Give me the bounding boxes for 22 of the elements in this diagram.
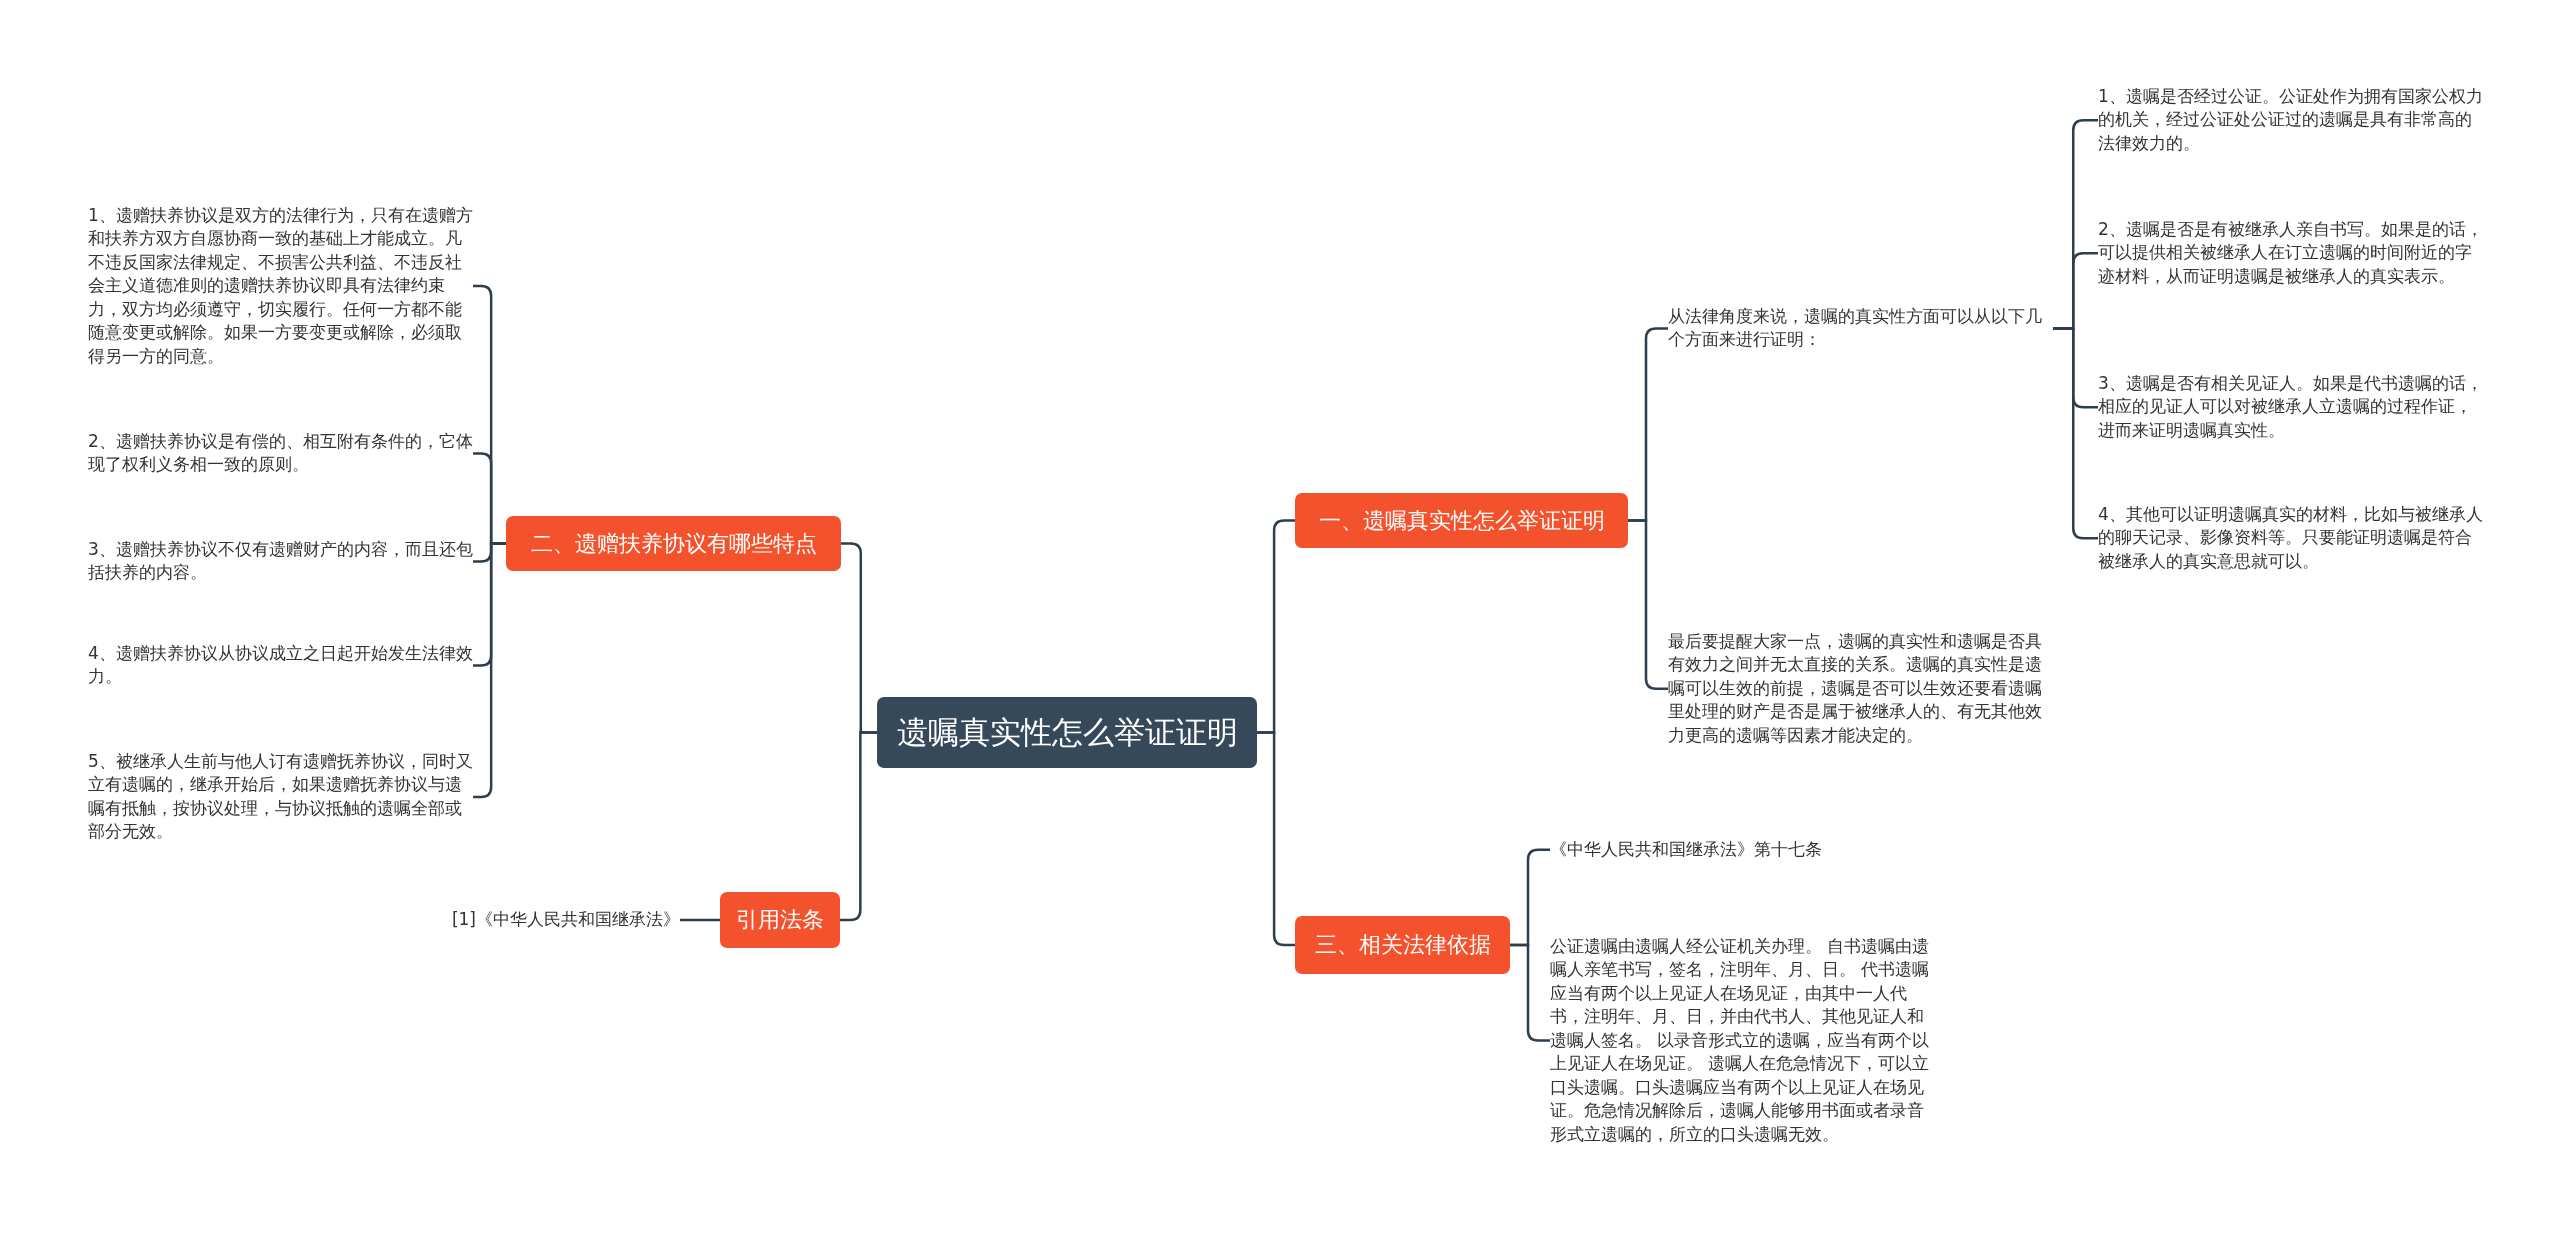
- note-text: 3、遗赠扶养协议不仅有遗赠财产的内容，而且还包括扶养的内容。: [88, 538, 473, 585]
- note-text: 5、被继承人生前与他人订有遗赠抚养协议，同时又立有遗嘱的，继承开始后，如果遗赠抚养协议与遗嘱有抵触，按协议处理，与协议抵触的遗嘱全部或部分无效。: [88, 750, 473, 844]
- topic-box: 引用法条: [720, 892, 840, 948]
- connector-line: [840, 731, 877, 922]
- note-text: 2、遗嘱是否是有被继承人亲自书写。如果是的话，可以提供相关被继承人在订立遗嘱的时间附近的字迹材料，从而证明遗嘱是被继承人的真实表示。: [2098, 218, 2483, 289]
- note-text: [1]《中华人民共和国继承法》: [400, 908, 680, 932]
- connector-line: [1257, 731, 1295, 947]
- note-text: 公证遗嘱由遗嘱人经公证机关办理。 自书遗嘱由遗嘱人亲笔书写，签名，注明年、月、日。 代书遗嘱应当有两个以上见证人在场见证，由其中一人代书，注明年、月、日，并由代书人、其他见证人和遗嘱人签名。 以录音形式立的遗嘱，应当有两个以上见证人在场见证。 遗嘱人在危急情况下，可以立口头遗嘱。口头遗嘱应当有两个以上见证人在场见证。危急情况解除后，遗嘱人能够用书面或者录音形式立遗嘱的，所立的口头遗嘱无效。: [1550, 935, 1935, 1147]
- topic-box: 三、相关法律依据: [1295, 916, 1510, 974]
- note-text: 从法律角度来说，遗嘱的真实性方面可以从以下几个方面来进行证明：: [1668, 305, 2053, 352]
- note-text: 1、遗嘱是否经过公证。公证处作为拥有国家公权力的机关，经过公证处公证过的遗嘱是具有非常高的法律效力的。: [2098, 85, 2483, 156]
- topic-box: 一、遗嘱真实性怎么举证证明: [1295, 493, 1628, 548]
- connector-line: [680, 918, 720, 922]
- note-text: 1、遗赠扶养协议是双方的法律行为，只有在遗赠方和扶养方双方自愿协商一致的基础上才能成立。凡不违反国家法律规定、不损害公共利益、不违反社会主义道德准则的遗赠扶养协议即具有法律约束力，双方均必须遵守，切实履行。任何一方都不能随意变更或解除。如果一方要变更或解除，必须取得另一方的同意。: [88, 204, 473, 369]
- topic-box: 二、遗赠扶养协议有哪些特点: [506, 516, 841, 571]
- note-text: 4、遗赠扶养协议从协议成立之日起开始发生法律效力。: [88, 642, 473, 689]
- note-text: 《中华人民共和国继承法》第十七条: [1550, 838, 1935, 862]
- note-text: 2、遗赠扶养协议是有偿的、相互附有条件的，它体现了权利义务相一致的原则。: [88, 430, 473, 477]
- note-text: 3、遗嘱是否有相关见证人。如果是代书遗嘱的话，相应的见证人可以对被继承人立遗嘱的过程作证，进而来证明遗嘱真实性。: [2098, 372, 2483, 443]
- note-text: 最后要提醒大家一点，遗嘱的真实性和遗嘱是否具有效力之间并无太直接的关系。遗嘱的真实性是遗嘱可以生效的前提，遗嘱是否可以生效还要看遗嘱里处理的财产是否是属于被继承人的、有无其他效力更高的遗嘱等因素才能决定的。: [1668, 630, 2053, 748]
- note-text: 4、其他可以证明遗嘱真实的材料，比如与被继承人的聊天记录、影像资料等。只要能证明遗嘱是符合被继承人的真实意思就可以。: [2098, 503, 2483, 574]
- central-topic-box: 遗嘱真实性怎么举证证明: [877, 697, 1257, 768]
